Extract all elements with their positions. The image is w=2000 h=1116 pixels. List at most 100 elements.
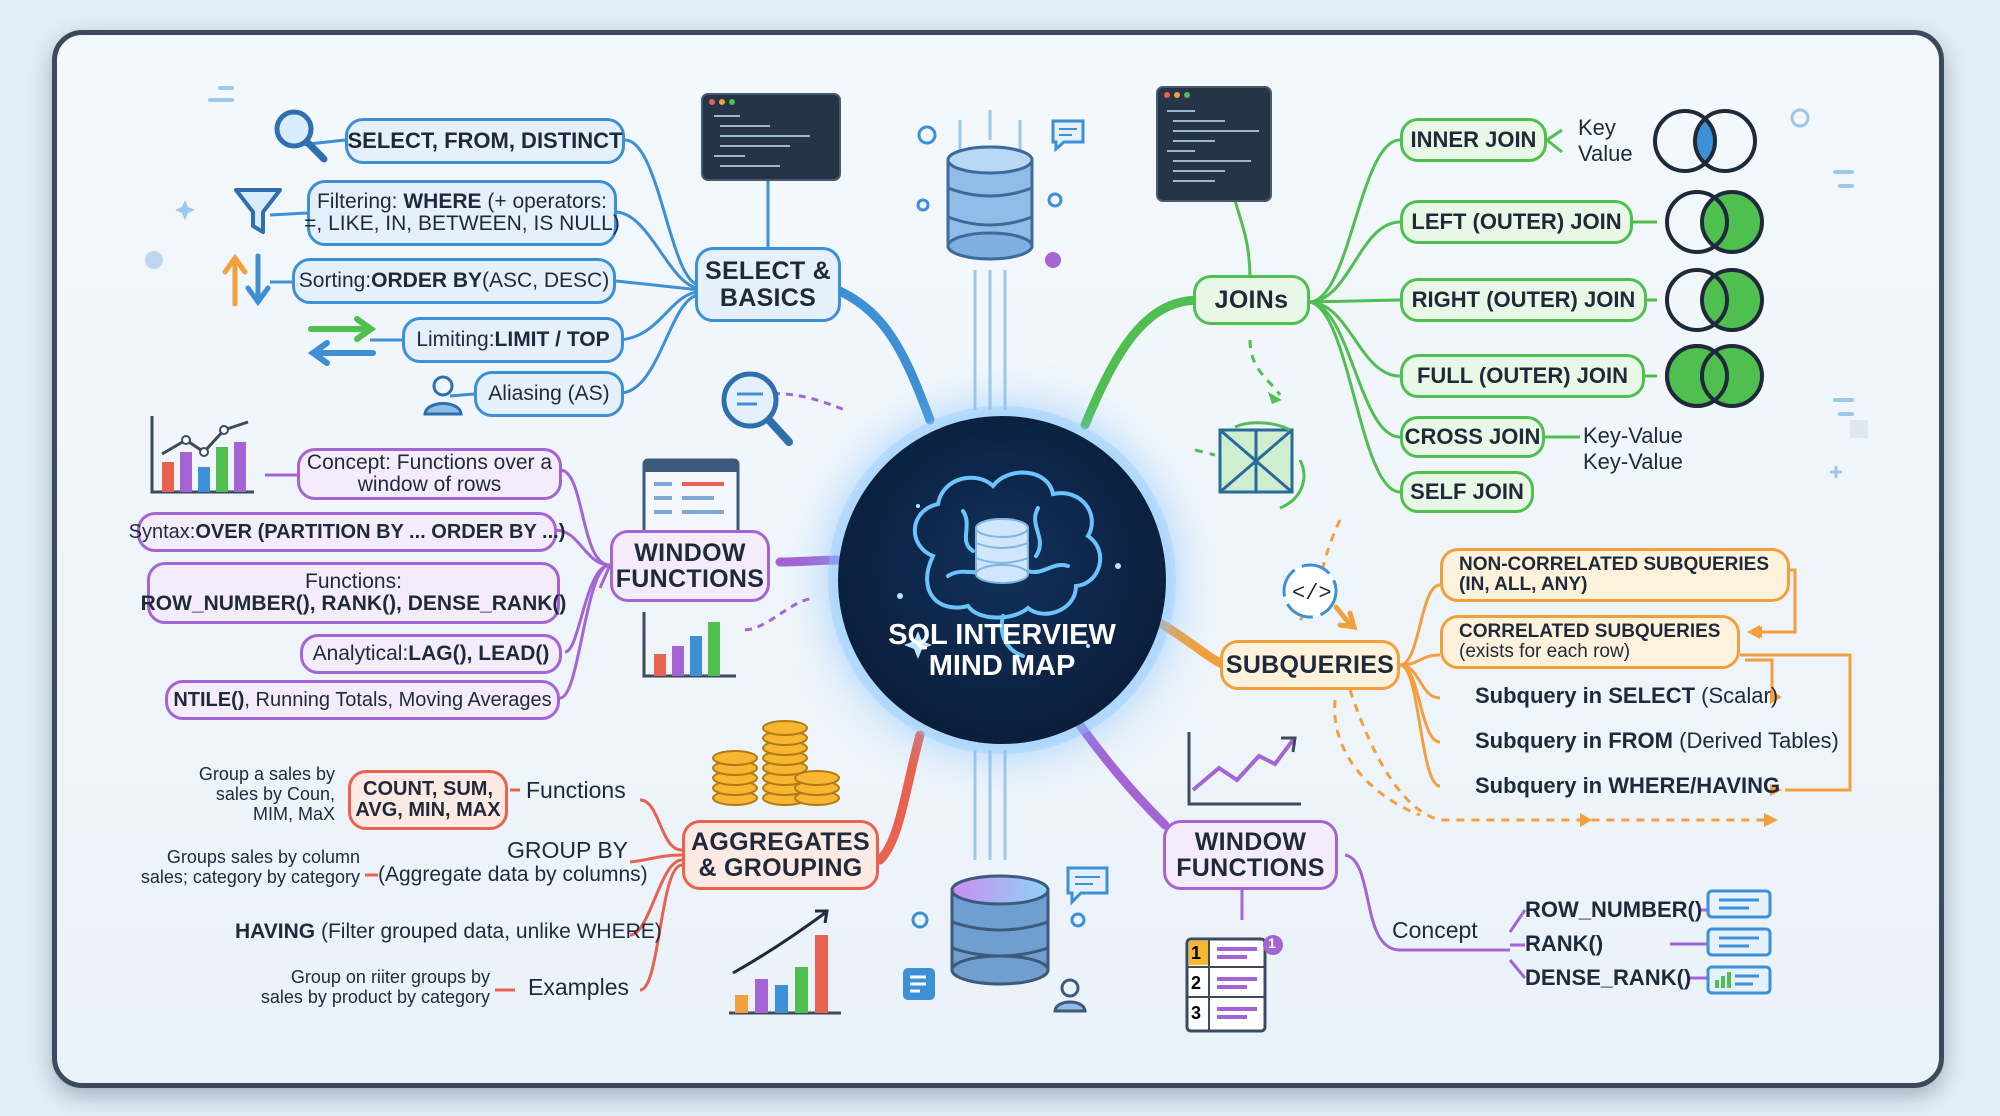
decor-dots-right <box>1790 108 1868 478</box>
window-left-functions-line1: Functions: <box>305 569 402 593</box>
sort-arrows-icon <box>222 253 271 307</box>
having-desc: (Filter grouped data, unlike WHERE) <box>315 920 662 943</box>
decor-dots-left <box>145 86 234 269</box>
joins-hub[interactable]: JOINs <box>1193 275 1310 325</box>
browser-window-icon <box>642 458 740 536</box>
brain-database-icon <box>897 470 1121 659</box>
title-line1: SQL INTERVIEW <box>888 619 1116 651</box>
basics-item-filtering[interactable]: Filtering: WHERE (+ operators: =, LIKE, … <box>304 180 620 246</box>
right-join-venn-icon <box>1665 268 1764 332</box>
join-item-inner[interactable]: INNER JOIN <box>1400 118 1547 162</box>
examples-note-line2: sales by product by category <box>260 986 490 1007</box>
aggregates-having: HAVING (Filter grouped data, unlike WHER… <box>235 920 662 943</box>
basics-hub-line2: BASICS <box>719 283 817 312</box>
coin-stacks-icon <box>712 720 840 806</box>
aggregates-examples-label: Examples <box>528 974 629 1000</box>
join-item-left[interactable]: LEFT (OUTER) JOIN <box>1400 200 1633 244</box>
window-left-ntile[interactable]: NTILE(), Running Totals, Moving Averages <box>165 680 560 720</box>
having-keyword: HAVING <box>235 920 316 943</box>
window-right-rownumber: ROW_NUMBER() <box>1525 897 1703 922</box>
code-window-icon <box>701 93 841 181</box>
join-item-self-label: SELF JOIN <box>1410 479 1524 505</box>
functions-note-line3: MIM, MaX <box>252 803 335 824</box>
subquery-from-rest: (Derived Tables) <box>1673 728 1839 753</box>
cross-join-key-value-2: Key-Value <box>1583 449 1683 474</box>
window-left-functions[interactable]: Functions: ROW_NUMBER(), RANK(), DENSE_R… <box>141 562 566 624</box>
rank-list-icon: 1 2 3 1 <box>1185 935 1285 1035</box>
line-bar-chart-icon <box>150 416 254 494</box>
window-left-concept-line2: window of rows <box>357 473 502 496</box>
database-gradient-icon <box>911 874 1086 986</box>
window-left-hub[interactable]: WINDOW FUNCTIONS <box>610 530 770 602</box>
window-left-analytical-pre: Analytical: <box>312 641 409 665</box>
window-left-analytical-bold: LAG(), LEAD() <box>408 641 550 665</box>
basics-item-select[interactable]: SELECT, FROM, DISTINCT <box>345 118 625 164</box>
magnifier-glow-icon <box>721 371 793 446</box>
basics-hub[interactable]: SELECT & BASICS <box>695 247 841 322</box>
bar-chart-icon-left <box>642 612 736 678</box>
group-note-line1: Groups sales by column <box>166 847 360 867</box>
basics-item-sorting[interactable]: Sorting: ORDER BY (ASC, DESC) <box>292 258 616 304</box>
aggregates-functions-line1: COUNT, SUM, <box>363 778 493 800</box>
joins-hub-label: JOINs <box>1214 285 1289 314</box>
join-item-full[interactable]: FULL (OUTER) JOIN <box>1400 354 1645 398</box>
group-by-title: GROUP BY <box>507 837 628 863</box>
rank-2: 2 <box>1191 973 1202 993</box>
aggregates-functions-note: Group a sales by sales by Coun, MIM, MaX <box>150 764 335 824</box>
functions-note-line2: sales by Coun, <box>215 783 335 804</box>
central-node <box>838 416 1166 744</box>
subquery-from-bold: Subquery in FROM <box>1475 728 1673 753</box>
window-left-concept[interactable]: Concept: Functions over a window of rows <box>297 448 562 500</box>
aggregates-hub-line1: AGGREGATES <box>691 827 870 856</box>
subquery-item-noncorrelated[interactable]: NON-CORRELATED SUBQUERIES (IN, ALL, ANY) <box>1440 548 1790 602</box>
subquery-item-select: Subquery in SELECT (Scalar) <box>1475 683 1779 708</box>
magnifier-icon <box>274 109 328 163</box>
window-left-syntax-bold: OVER (PARTITION BY ... ORDER BY ...) <box>195 520 566 543</box>
subquery-select-bold: Subquery in SELECT <box>1475 683 1696 708</box>
rank-badge: 1 <box>1268 935 1276 951</box>
join-item-right[interactable]: RIGHT (OUTER) JOIN <box>1400 278 1647 322</box>
aggregates-hub[interactable]: AGGREGATES & GROUPING <box>682 820 879 890</box>
aggregates-functions-box[interactable]: COUNT, SUM, AVG, MIN, MAX <box>348 770 508 830</box>
basics-item-limiting-pre: Limiting: <box>416 327 495 351</box>
window-right-hub[interactable]: WINDOW FUNCTIONS <box>1163 820 1338 890</box>
subquery-select-rest: (Scalar) <box>1695 683 1779 708</box>
inner-join-venn-icon <box>1653 109 1757 173</box>
aggregates-group-by: GROUP BY (Aggregate data by columns) <box>378 837 648 887</box>
join-item-full-label: FULL (OUTER) JOIN <box>1416 363 1629 389</box>
join-item-left-label: LEFT (OUTER) JOIN <box>1411 209 1622 235</box>
subqueries-hub-label: SUBQUERIES <box>1225 650 1395 679</box>
correlated-line2: (exists for each row) <box>1459 641 1631 662</box>
rank-3: 3 <box>1191 1003 1202 1023</box>
basics-item-filtering-line1: Filtering: WHERE (+ operators: <box>316 189 607 213</box>
subquery-item-correlated[interactable]: CORRELATED SUBQUERIES (exists for each r… <box>1440 615 1740 669</box>
join-item-cross[interactable]: CROSS JOIN <box>1400 416 1545 458</box>
window-left-ntile-bold: NTILE() <box>173 688 245 711</box>
basics-item-limiting[interactable]: Limiting: LIMIT / TOP <box>402 317 624 363</box>
trend-chart-icon <box>1187 732 1301 806</box>
full-join-venn-icon <box>1665 344 1764 408</box>
left-join-venn-icon <box>1665 190 1764 254</box>
window-left-analytical[interactable]: Analytical: LAG(), LEAD() <box>300 634 562 674</box>
window-right-rank: RANK() <box>1525 931 1604 956</box>
join-item-inner-label: INNER JOIN <box>1410 127 1537 153</box>
basics-hub-line1: SELECT & <box>704 257 832 286</box>
aggregates-functions-label: Functions <box>526 777 626 803</box>
aggregates-group-note: Groups sales by column sales; category b… <box>118 847 360 888</box>
window-left-syntax[interactable]: Syntax: OVER (PARTITION BY ... ORDER BY … <box>129 512 565 552</box>
subqueries-hub[interactable]: SUBQUERIES <box>1220 640 1400 690</box>
window-left-syntax-pre: Syntax: <box>128 520 196 543</box>
window-left-functions-line2: ROW_NUMBER(), RANK(), DENSE_RANK() <box>140 592 567 615</box>
document-icon <box>903 968 935 1000</box>
join-item-self[interactable]: SELF JOIN <box>1400 471 1534 513</box>
basics-item-aliasing[interactable]: Aliasing (AS) <box>474 371 624 417</box>
group-by-desc: (Aggregate data by columns) <box>378 863 648 887</box>
basics-item-select-label: SELECT, FROM, DISTINCT <box>347 128 623 154</box>
inner-join-value-label: Value <box>1578 141 1633 166</box>
basics-item-sorting-pre: Sorting: <box>298 268 372 292</box>
window-right-denserank: DENSE_RANK() <box>1525 965 1692 990</box>
aggregates-hub-line2: & GROUPING <box>698 854 863 882</box>
person-icon <box>1053 978 1087 1013</box>
basics-item-limiting-bold: LIMIT / TOP <box>494 327 610 351</box>
